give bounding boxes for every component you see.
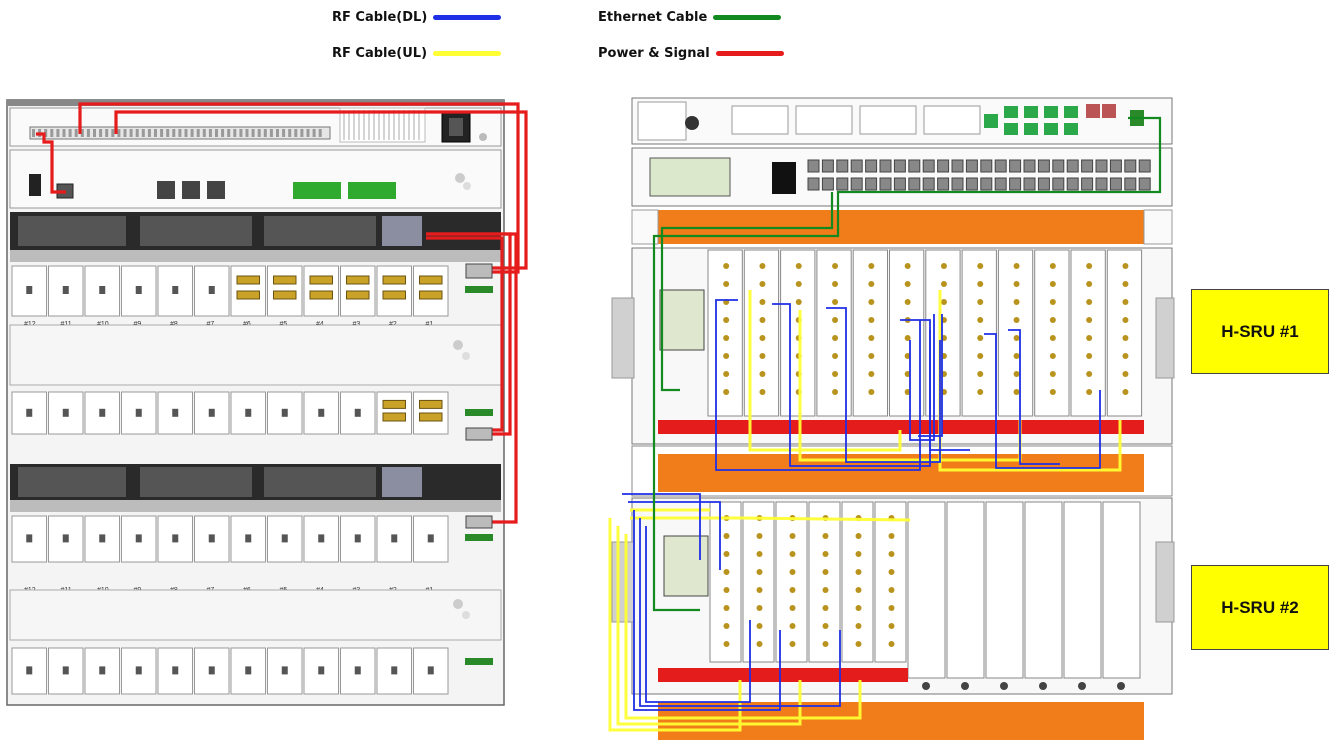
vent-2 <box>796 106 852 134</box>
lcd-display <box>650 158 730 196</box>
legend-label-ethernet: Ethernet Cable <box>598 10 707 25</box>
orange-tray-3 <box>658 702 1144 740</box>
unit-label-hsru-1: H-SRU #1 <box>1191 289 1329 374</box>
unit-label-hsru-2: H-SRU #2 <box>1191 565 1329 650</box>
rf-card <box>743 502 774 662</box>
legend-item-power-signal: Power & Signal <box>598 46 784 61</box>
legend-label-power-signal: Power & Signal <box>598 46 710 61</box>
rf-card <box>809 502 840 662</box>
legend-line-ethernet <box>713 15 781 20</box>
rear-rack-diagram: #12#11#10#9#8#7#6#5#4#3#2#1 #12#11#10#9#… <box>0 0 560 741</box>
hsru-1-controller-lcd <box>660 290 704 350</box>
vent-1 <box>732 106 788 134</box>
hsru-2-controller-lcd <box>664 536 708 596</box>
hsru-2-red-strip <box>658 668 908 682</box>
green-terminal-1 <box>293 182 341 199</box>
green-terminal-2 <box>348 182 396 199</box>
power-switch <box>29 174 41 196</box>
rf-card <box>710 502 741 662</box>
vent-3 <box>860 106 916 134</box>
vent-4 <box>924 106 980 134</box>
rf-card <box>842 502 873 662</box>
rj45-block-1 <box>157 181 175 199</box>
rj45-block-2 <box>182 181 200 199</box>
front-rack-diagram <box>600 90 1180 741</box>
rf-card <box>875 502 906 662</box>
blank-panel-2 <box>10 590 501 640</box>
legend-item-ethernet: Ethernet Cable <box>598 10 781 25</box>
blank-panel-1 <box>10 325 501 385</box>
control-row <box>10 150 501 208</box>
legend-line-power-signal <box>716 51 784 56</box>
rj45-block-3 <box>207 181 225 199</box>
